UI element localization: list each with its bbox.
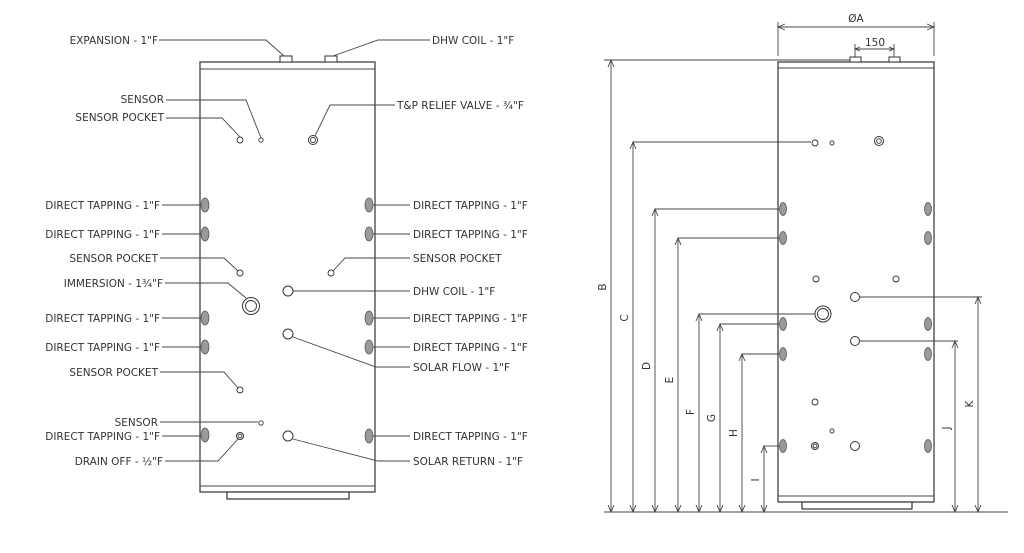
direct-tapping-l2 bbox=[200, 226, 210, 242]
label-direct-tapping-l1: DIRECT TAPPING - 1"F bbox=[45, 200, 160, 212]
label-solar-flow: SOLAR FLOW - 1"F bbox=[413, 362, 510, 374]
label-direct-tapping-l4: DIRECT TAPPING - 1"F bbox=[45, 342, 160, 354]
dim-label-i: I bbox=[750, 478, 762, 481]
direct-tapping-r2 bbox=[364, 226, 374, 242]
direct-tapping-r5 bbox=[364, 428, 374, 444]
direct-tapping-r3 bbox=[364, 310, 374, 326]
sensor-pocket-top bbox=[236, 136, 244, 144]
dim-label-j: J bbox=[941, 426, 953, 430]
sensor-top bbox=[258, 137, 264, 143]
label-immersion: IMMERSION - 1¾"F bbox=[64, 278, 163, 290]
label-solar-return: SOLAR RETURN - 1"F bbox=[413, 456, 523, 468]
label-sensor-top: SENSOR bbox=[121, 94, 164, 106]
label-dhw-coil-top: DHW COIL - 1"F bbox=[432, 35, 514, 47]
solar-flow-port bbox=[282, 328, 294, 340]
dim-label-k: K bbox=[964, 399, 976, 407]
dim-label-b: B bbox=[597, 283, 609, 290]
label-tp-relief-valve: T&P RELIEF VALVE - ¾"F bbox=[396, 100, 524, 112]
right-top-port-b bbox=[888, 56, 901, 63]
label-direct-tapping-r5: DIRECT TAPPING - 1"F bbox=[413, 431, 528, 443]
label-sensor-pocket-mid-left: SENSOR POCKET bbox=[69, 253, 158, 265]
label-direct-tapping-r3: DIRECT TAPPING - 1"F bbox=[413, 313, 528, 325]
dim-label-a: ØA bbox=[848, 13, 864, 25]
right-tank-body bbox=[777, 61, 935, 503]
dim-label-e: E bbox=[664, 377, 676, 384]
label-direct-tapping-r4: DIRECT TAPPING - 1"F bbox=[413, 342, 528, 354]
right-tank-drawing bbox=[777, 56, 935, 510]
label-direct-tapping-l5: DIRECT TAPPING - 1"F bbox=[45, 431, 160, 443]
label-sensor-pocket-top: SENSOR POCKET bbox=[75, 112, 164, 124]
direct-tapping-l3 bbox=[200, 310, 210, 326]
sensor-pocket-mid-left bbox=[236, 269, 244, 277]
label-direct-tapping-r1: DIRECT TAPPING - 1"F bbox=[413, 200, 528, 212]
dhw-coil-top-port bbox=[324, 55, 338, 63]
left-tank-base bbox=[226, 491, 350, 500]
solar-return-port bbox=[282, 430, 294, 442]
dim-label-d: D bbox=[641, 362, 653, 370]
right-dimension-labels: ØA 150 B C D E F G H I J K bbox=[597, 13, 976, 482]
direct-tapping-l1 bbox=[200, 197, 210, 213]
expansion-port bbox=[279, 55, 293, 63]
dim-label-f: F bbox=[685, 409, 697, 415]
left-tank-drawing bbox=[199, 55, 376, 500]
dhw-coil-mid-port bbox=[282, 285, 294, 297]
right-tank-base bbox=[801, 501, 913, 510]
label-dhw-coil-mid: DHW COIL - 1"F bbox=[413, 286, 495, 298]
left-labels: EXPANSION - 1"F DHW COIL - 1"F SENSOR SE… bbox=[45, 35, 528, 468]
direct-tapping-l4 bbox=[200, 339, 210, 355]
direct-tapping-r4 bbox=[364, 339, 374, 355]
dim-label-c: C bbox=[619, 314, 631, 321]
label-sensor-pocket-low: SENSOR POCKET bbox=[69, 367, 158, 379]
label-sensor-pocket-mid-right: SENSOR POCKET bbox=[413, 253, 502, 265]
right-dimension-lines bbox=[604, 22, 1008, 514]
dim-label-150: 150 bbox=[865, 37, 885, 49]
dim-label-h: H bbox=[728, 429, 740, 437]
sensor-bottom bbox=[258, 420, 264, 426]
sensor-pocket-low bbox=[236, 386, 244, 394]
sensor-pocket-mid-right bbox=[327, 269, 335, 277]
left-leader-lines bbox=[159, 39, 430, 462]
right-top-port-a bbox=[849, 56, 862, 63]
label-drain-off: DRAIN OFF - ½"F bbox=[75, 456, 163, 468]
label-expansion: EXPANSION - 1"F bbox=[70, 35, 158, 47]
direct-tapping-r1 bbox=[364, 197, 374, 213]
label-sensor-bottom: SENSOR bbox=[115, 417, 158, 429]
direct-tapping-l5 bbox=[200, 427, 210, 443]
dim-label-g: G bbox=[706, 414, 718, 422]
label-direct-tapping-l2: DIRECT TAPPING - 1"F bbox=[45, 229, 160, 241]
left-tank-body bbox=[199, 61, 376, 493]
label-direct-tapping-l3: DIRECT TAPPING - 1"F bbox=[45, 313, 160, 325]
label-direct-tapping-r2: DIRECT TAPPING - 1"F bbox=[413, 229, 528, 241]
